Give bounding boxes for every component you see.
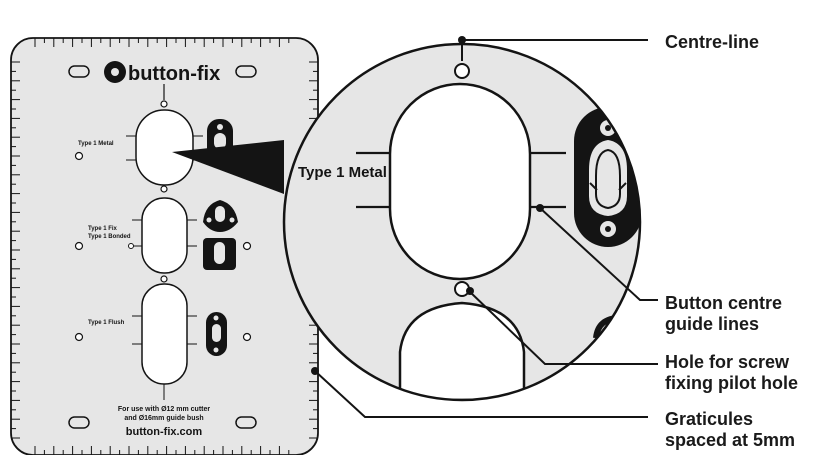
slot-hole-left: [68, 65, 90, 78]
magnifier-label: Type 1 Metal: [298, 164, 387, 181]
callout-dot-pilot-hole: [466, 287, 474, 295]
next-cutout-partial: [398, 301, 526, 400]
callout-line-pilot-hole: [468, 290, 658, 365]
slot-hole-right: [235, 65, 257, 78]
label-type1-fix: Type 1 Fix: [88, 226, 118, 232]
magnified-cutout: [388, 82, 532, 281]
logo-text: button-fix: [128, 63, 220, 85]
cutout-type1-flush: Type 1 Flush: [74, 283, 252, 385]
slot-hole-bottom-left: [68, 416, 90, 429]
callout-label-centre-line: Centre-line: [665, 32, 760, 52]
label-type1-flush: Type 1 Flush: [88, 320, 125, 326]
website-text: button-fix.com: [126, 426, 203, 438]
logo: button-fix: [104, 61, 220, 85]
pilot-hole: [160, 100, 168, 108]
label-type1-bonded: Type 1 Bonded: [88, 234, 131, 240]
callout-line-guides: [539, 207, 658, 301]
metal-button-icon-large: [574, 107, 640, 247]
zoom-pointer: [172, 140, 284, 194]
template-plate: button-fix Type 1 Metal: [10, 37, 319, 456]
callout-lines: [314, 39, 658, 418]
callout-dot-graticules: [311, 367, 319, 375]
label-type1-metal: Type 1 Metal: [78, 141, 114, 147]
footer-line-2: and Ø16mm guide bush: [124, 415, 203, 422]
flush-cutout: [141, 283, 188, 385]
metal-cutout: [135, 109, 194, 186]
callout-line-graticules: [314, 370, 648, 418]
callout-dot-centre: [458, 36, 466, 44]
cutout-type1-fix: Type 1 Fix Type 1 Bonded: [74, 197, 252, 283]
pilot-hole-top: [454, 63, 470, 79]
slot-hole-bottom-right: [235, 416, 257, 429]
fix-cutout: [141, 197, 188, 274]
footer-line-1: For use with Ø12 mm cutter: [118, 406, 210, 413]
callout-dot-guides: [536, 204, 544, 212]
